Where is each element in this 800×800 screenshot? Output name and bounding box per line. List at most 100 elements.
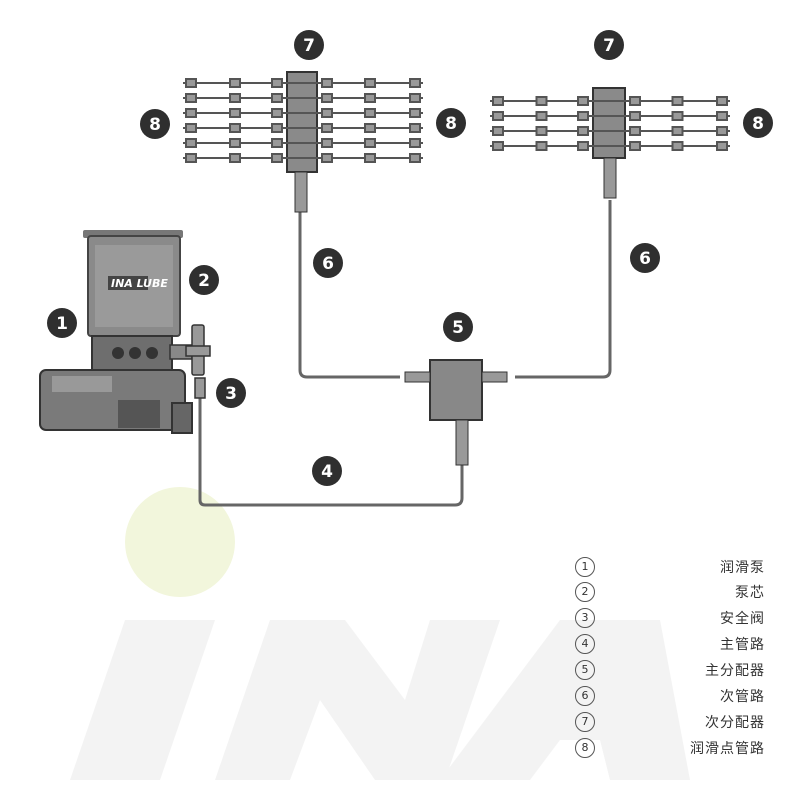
legend-item: 6 次管路: [575, 684, 765, 708]
pipe-fitting: [185, 93, 197, 103]
secondary-distributor-right: [490, 87, 730, 199]
pipe-fitting: [229, 153, 241, 163]
legend-number: 6: [575, 686, 595, 706]
badge-7-left: 7: [294, 30, 324, 60]
pipe-fitting: [671, 141, 684, 151]
pipe-fitting: [629, 141, 641, 151]
legend-item: 3 安全阀: [575, 606, 765, 630]
pipe-fitting: [577, 126, 589, 136]
decor-circle: [125, 487, 235, 597]
pipe-fitting: [321, 153, 333, 163]
pipe-fitting: [492, 141, 504, 151]
secondary-pipe-left: [298, 210, 400, 379]
secondary-pipe-right: [515, 200, 612, 379]
svg-text:2: 2: [198, 271, 210, 291]
badge-2: 2: [189, 265, 219, 295]
pipe-fitting: [492, 126, 504, 136]
badge-1: 1: [47, 308, 77, 338]
pipe-fitting: [535, 111, 548, 121]
pipe-fitting: [409, 153, 421, 163]
legend-item: 7 次分配器: [575, 710, 765, 734]
svg-text:4: 4: [321, 462, 333, 482]
pump-brand-label: INA LUBE: [111, 277, 168, 290]
pipe-fitting: [185, 138, 197, 148]
badge-6-left: 6: [313, 248, 343, 278]
pipe-fitting: [185, 78, 197, 88]
pipe-fitting: [271, 153, 283, 163]
svg-text:7: 7: [303, 36, 315, 56]
pipe-fitting: [716, 141, 728, 151]
badge-4: 4: [312, 456, 342, 486]
pipe-fitting: [535, 141, 548, 151]
svg-text:1: 1: [56, 314, 68, 334]
pipe-fitting: [185, 123, 197, 133]
badge-6-right: 6: [630, 243, 660, 273]
pipe-fitting: [535, 96, 548, 106]
pipe-fitting: [271, 78, 283, 88]
pipe-fitting: [364, 108, 376, 118]
svg-text:5: 5: [452, 318, 464, 338]
pipe-fitting: [321, 78, 333, 88]
svg-text:8: 8: [445, 114, 457, 134]
pipe-fitting: [229, 123, 241, 133]
legend-label: 主分配器: [705, 663, 765, 679]
legend-label: 安全阀: [720, 611, 765, 627]
pipe-fitting: [671, 96, 684, 106]
pipe-fitting: [364, 78, 376, 88]
pipe-fitting: [577, 111, 589, 121]
main-pipe: [198, 380, 464, 507]
badge-8-left: 8: [140, 109, 170, 139]
pipe-fitting: [577, 96, 589, 106]
pipe-fitting: [671, 111, 684, 121]
pipe-fitting: [364, 138, 376, 148]
legend-number: 7: [575, 712, 595, 732]
pipe-fitting: [364, 123, 376, 133]
pipe-fitting: [409, 138, 421, 148]
svg-text:8: 8: [149, 115, 161, 135]
pipe-fitting: [716, 126, 728, 136]
pipe-fitting: [409, 123, 421, 133]
pipe-fitting: [671, 126, 684, 136]
pipe-fitting: [629, 111, 641, 121]
pipe-fitting: [716, 96, 728, 106]
pipe-fitting: [229, 93, 241, 103]
pipe-fitting: [229, 108, 241, 118]
pipe-fitting: [185, 108, 197, 118]
legend-number: 2: [575, 582, 595, 602]
pipe-fitting: [321, 123, 333, 133]
badge-5: 5: [443, 312, 473, 342]
legend-number: 1: [575, 557, 595, 577]
pipe-fitting: [409, 108, 421, 118]
badge-7-right: 7: [594, 30, 624, 60]
pipe-fitting: [321, 93, 333, 103]
pipe-fitting: [271, 138, 283, 148]
pipe-fitting: [271, 93, 283, 103]
pipe-fitting: [185, 153, 197, 163]
pipe-fitting: [364, 93, 376, 103]
badge-8-right: 8: [743, 108, 773, 138]
pipe-fitting: [271, 123, 283, 133]
pipe-fitting: [409, 93, 421, 103]
pipe-fitting: [229, 78, 241, 88]
pipe-fitting: [492, 96, 504, 106]
secondary-distributor-left: [183, 71, 423, 213]
pipe-fitting: [716, 111, 728, 121]
pipe-fitting: [271, 108, 283, 118]
legend-item: 2 泵芯: [575, 580, 765, 604]
legend-number: 8: [575, 738, 595, 758]
watermark-logo: [70, 620, 690, 780]
legend-label: 次管路: [720, 689, 765, 705]
legend-label: 泵芯: [735, 585, 765, 601]
legend-number: 3: [575, 608, 595, 628]
svg-text:6: 6: [639, 249, 651, 269]
svg-text:3: 3: [225, 384, 237, 404]
legend-label: 次分配器: [705, 715, 765, 731]
safety-valve: [185, 324, 211, 399]
badge-3: 3: [216, 378, 246, 408]
